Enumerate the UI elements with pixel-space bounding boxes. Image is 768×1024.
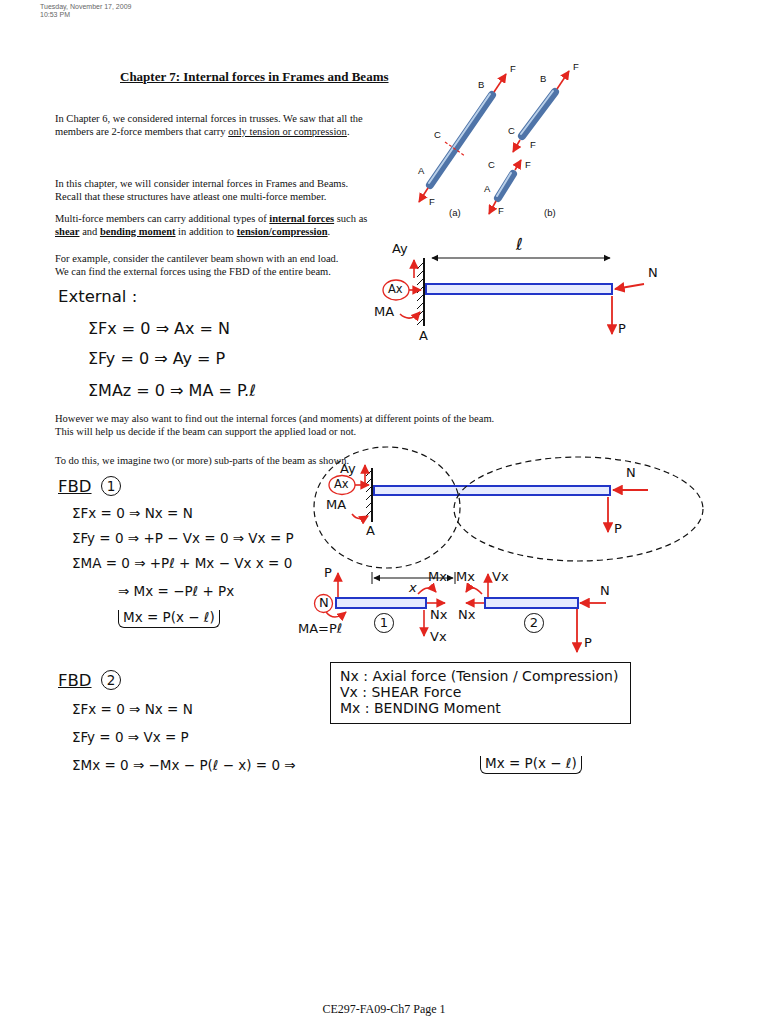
body-text: We can find the external forces using th… xyxy=(55,266,331,278)
free-body-figure xyxy=(329,465,648,584)
body-text: . xyxy=(347,126,350,137)
handwritten-heading: ℓ xyxy=(516,236,523,255)
force-label: N xyxy=(626,466,636,481)
circled-number: 2 xyxy=(101,670,121,690)
force-label: Ay xyxy=(340,462,356,477)
force-label: A xyxy=(366,524,375,539)
force-label: Ay xyxy=(392,242,408,257)
circled-number: 1 xyxy=(374,613,394,633)
body-text: For example, consider the cantilever bea… xyxy=(55,253,338,265)
body-text: Multi-force members can carry additional… xyxy=(55,213,267,224)
equation: ΣFx = 0 ⇒ Ax = N xyxy=(88,320,230,338)
figure-label: F xyxy=(429,197,435,208)
equation: ΣFx = 0 ⇒ Nx = N xyxy=(72,702,193,718)
emphasized-text: internal forces xyxy=(269,213,334,224)
figure-label: (a) xyxy=(449,208,461,219)
figure-label: A xyxy=(418,166,424,177)
force-label: Nx xyxy=(430,608,447,623)
cantilever-figure xyxy=(383,258,644,334)
body-text: in addition to xyxy=(178,226,234,237)
body-text: However we may also want to find out the… xyxy=(55,413,494,425)
circled-number: 2 xyxy=(524,613,544,633)
force-label: P xyxy=(584,636,592,651)
equation: ΣFy = 0 ⇒ Ay = P xyxy=(88,350,225,368)
body-text: Recall that these structures have atleas… xyxy=(55,191,326,203)
figure-label: (b) xyxy=(544,208,556,219)
force-label: Mx xyxy=(456,570,475,585)
equation: ΣMx = 0 ⇒ −Mx − P(ℓ − x) = 0 ⇒ xyxy=(72,758,296,774)
equation: ΣFy = 0 ⇒ Vx = P xyxy=(72,730,189,746)
handwritten-heading: External : xyxy=(58,288,137,307)
force-label: Vx xyxy=(492,570,509,585)
force-label: N xyxy=(648,266,658,281)
free-body-region: NP xyxy=(452,455,705,563)
paragraph: In Chapter 6, we considered internal for… xyxy=(55,113,395,139)
figure-label: F xyxy=(525,160,531,171)
figure-label: B xyxy=(478,80,484,91)
equation: Mx = P(x − ℓ) xyxy=(118,610,220,628)
definition-text: Mx : BENDING Moment xyxy=(340,700,621,716)
dashed-outline xyxy=(452,455,705,563)
definition-text: Vx : SHEAR Force xyxy=(340,684,621,700)
body-text: such as xyxy=(337,213,368,224)
emphasized-text: only tension or compression xyxy=(228,126,347,137)
body-text: and xyxy=(82,226,97,237)
force-label: Ax xyxy=(334,478,349,491)
page-footer: CE297-FA09-Ch7 Page 1 xyxy=(0,1003,768,1017)
force-label: P xyxy=(324,566,332,581)
force-label: MA=Pℓ xyxy=(298,622,342,637)
figure-label: F xyxy=(530,140,536,151)
equation: ΣFx = 0 ⇒ Nx = N xyxy=(72,506,193,522)
figure-label: C xyxy=(508,126,515,137)
body-text: To do this, we imagine two (or more) sub… xyxy=(55,455,349,467)
emphasized-text: tension/compression xyxy=(237,226,328,237)
sub-part-figure xyxy=(315,573,607,652)
figure-label: C xyxy=(434,130,441,141)
free-body-region: AyAxMA A xyxy=(312,445,462,570)
emphasized-text: bending moment xyxy=(100,226,176,237)
figure-label: B xyxy=(540,74,546,85)
handwritten-heading: FBD xyxy=(58,672,92,691)
timestamp: Tuesday, November 17, 2009 xyxy=(40,3,131,11)
force-label: A xyxy=(419,329,428,344)
definition-box: Nx : Axial force (Tension / Compression)… xyxy=(330,662,631,724)
dashed-outline xyxy=(314,447,460,568)
figure-label: F xyxy=(510,64,516,75)
circled-number: 1 xyxy=(101,476,121,496)
equation: Mx = P(x − ℓ) xyxy=(480,756,582,774)
equation: ΣMAz = 0 ⇒ MA = P.ℓ xyxy=(88,382,256,400)
force-label: Mx xyxy=(428,570,447,585)
body-text: In this chapter, we will consider intern… xyxy=(55,178,348,190)
dashed-outline xyxy=(454,457,703,561)
body-text: This will help us decide if the beam can… xyxy=(55,426,356,438)
equation: ΣFy = 0 ⇒ +P − Vx = 0 ⇒ Vx = P xyxy=(72,531,294,547)
force-label: P xyxy=(618,322,626,337)
force-label: Ax xyxy=(388,283,403,296)
equation: ΣMA = 0 ⇒ +Pℓ + Mx − Vx x = 0 xyxy=(72,556,292,572)
force-label: N xyxy=(600,584,610,599)
force-label: N xyxy=(319,596,329,611)
figure-label: F xyxy=(498,206,504,217)
equation: ⇒ Mx = −Pℓ + Px xyxy=(118,584,234,600)
figure-label: A xyxy=(484,184,490,195)
force-label: x xyxy=(409,581,417,596)
emphasized-text: shear xyxy=(55,226,80,237)
definition-text: Nx : Axial force (Tension / Compression) xyxy=(340,668,621,684)
figure-label: F xyxy=(573,62,579,73)
body-text: . xyxy=(328,226,331,237)
handwritten-heading: FBD xyxy=(58,478,92,497)
truss-member-figure xyxy=(419,71,569,214)
force-label: P xyxy=(614,522,622,537)
force-label: Vx xyxy=(430,630,447,645)
force-label: MA xyxy=(326,498,346,513)
page-title: Chapter 7: Internal forces in Frames and… xyxy=(120,70,389,85)
force-label: Nx xyxy=(458,608,475,623)
force-label: MA xyxy=(374,305,394,320)
paragraph: Multi-force members can carry additional… xyxy=(55,213,367,239)
timestamp: 10:53 PM xyxy=(40,11,70,19)
figure-label: C xyxy=(488,160,495,171)
